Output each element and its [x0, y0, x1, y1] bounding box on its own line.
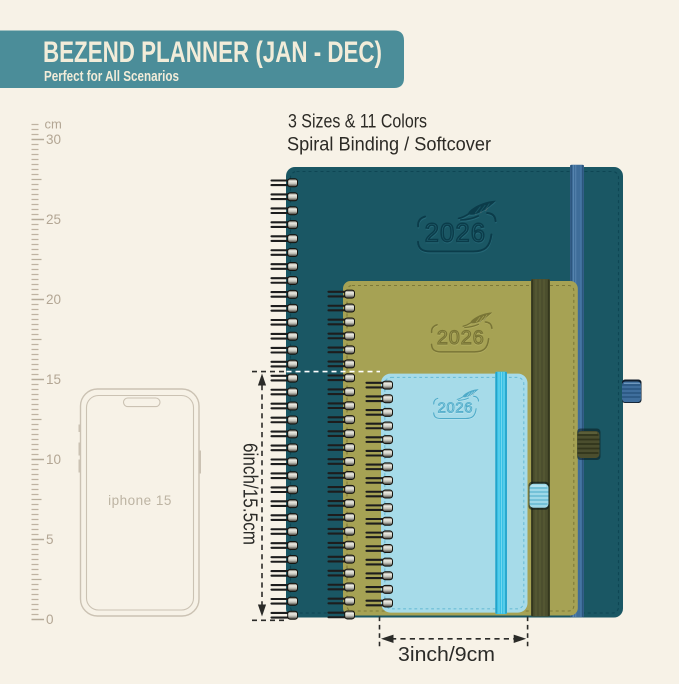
svg-text:cm: cm [45, 117, 62, 132]
svg-text:25: 25 [46, 212, 61, 227]
svg-text:30: 30 [46, 132, 61, 147]
svg-text:5: 5 [46, 532, 54, 547]
svg-text:Perfect for All Scenarios: Perfect for All Scenarios [44, 68, 179, 85]
svg-text:3 Sizes & 11 Colors: 3 Sizes & 11 Colors [288, 112, 427, 133]
svg-text:iphone 15: iphone 15 [108, 493, 172, 508]
svg-text:Spiral Binding / Softcover: Spiral Binding / Softcover [287, 135, 492, 156]
svg-text:20: 20 [46, 292, 61, 307]
svg-text:6inch/15.5cm: 6inch/15.5cm [239, 443, 261, 545]
svg-text:BEZEND PLANNER (JAN - DEC): BEZEND PLANNER (JAN - DEC) [43, 36, 382, 69]
svg-text:0: 0 [46, 612, 54, 627]
svg-text:15: 15 [46, 372, 61, 387]
svg-text:10: 10 [46, 452, 61, 467]
svg-text:3inch/9cm: 3inch/9cm [398, 644, 495, 666]
